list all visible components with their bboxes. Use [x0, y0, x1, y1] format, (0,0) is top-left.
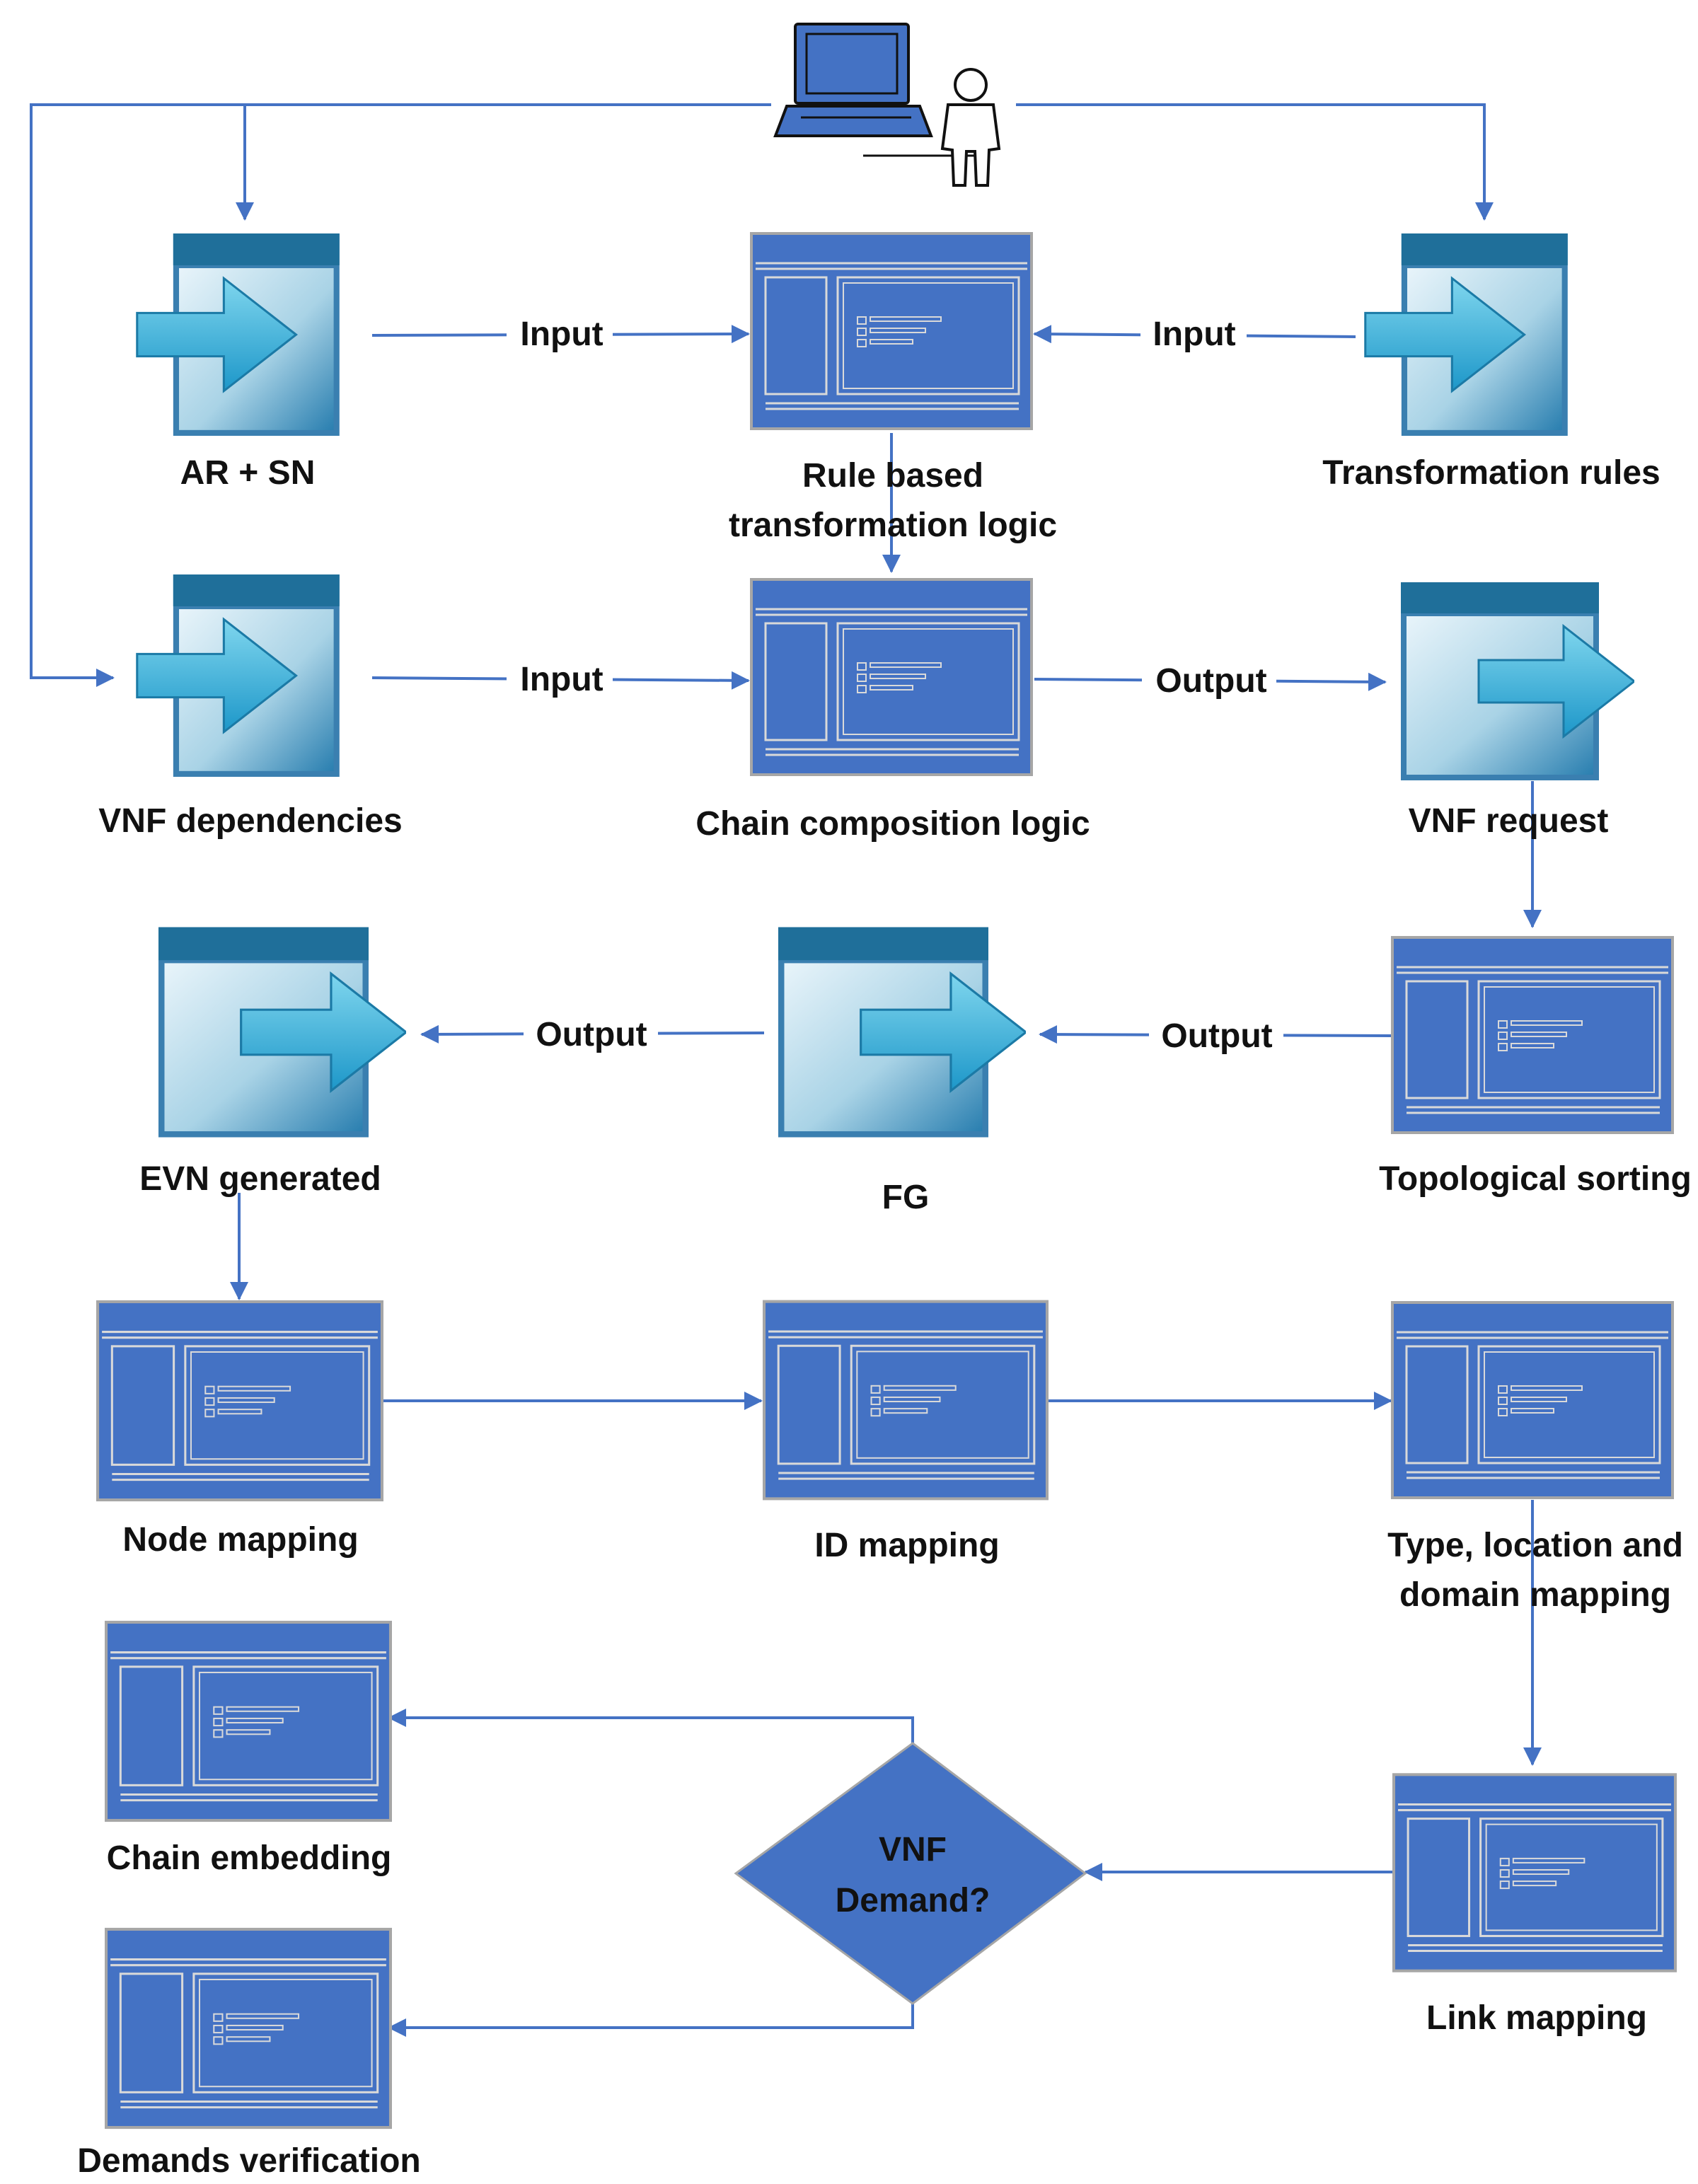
evn-generated-data-icon	[158, 925, 406, 1139]
type-mapping-label-line1: Type, location and	[1387, 1527, 1683, 1564]
node-mapping-label: Node mapping	[122, 1521, 358, 1559]
rule-logic-process-icon	[751, 233, 1032, 429]
demands-verification-label: Demands verification	[77, 2142, 420, 2180]
vnf-request-data-icon	[1401, 581, 1634, 782]
chain-embedding-label: Chain embedding	[107, 1839, 392, 1877]
transformation-rules-data-icon	[1364, 233, 1569, 436]
demands-verification-process-icon	[106, 1929, 391, 2127]
chain-composition-label: Chain composition logic	[695, 805, 1090, 843]
vnf-dependencies-label: VNF dependencies	[98, 802, 402, 840]
fg-label: FG	[882, 1179, 930, 1216]
edge-label-input-2: Input	[1153, 316, 1235, 353]
type-mapping-label-line2: domain mapping	[1399, 1576, 1671, 1614]
topological-sorting-label: Topological sorting	[1379, 1160, 1692, 1198]
chain-embedding-process-icon	[106, 1622, 391, 1820]
edge-decision-to-verification	[388, 2004, 914, 2037]
edge-user-to-vnf-dependencies	[30, 103, 771, 687]
node-mapping-process-icon	[98, 1302, 382, 1500]
rule-logic-label-line2: transformation logic	[729, 507, 1057, 544]
chain-composition-process-icon	[751, 579, 1032, 775]
laptop-user-icon	[773, 23, 1001, 187]
edge-user-to-transformation-rules	[1016, 103, 1494, 221]
ar-sn-label: AR + SN	[180, 454, 316, 492]
type-mapping-process-icon	[1392, 1302, 1673, 1498]
edge-decision-to-embedding	[388, 1709, 914, 1743]
id-mapping-process-icon	[764, 1302, 1047, 1499]
edge-label-output-2: Output	[1161, 1017, 1272, 1055]
edge-label-input-3: Input	[520, 661, 603, 698]
decision-label-line2: Demand?	[836, 1882, 990, 1919]
edge-label-output-1: Output	[1155, 662, 1266, 700]
decision-label-line1: VNF	[879, 1831, 947, 1868]
id-mapping-label: ID mapping	[814, 1527, 999, 1564]
transformation-rules-label: Transformation rules	[1322, 454, 1660, 492]
ar-sn-data-icon	[136, 233, 341, 436]
link-mapping-process-icon	[1394, 1774, 1675, 1970]
rule-logic-label-line1: Rule based	[802, 457, 983, 495]
vnf-demand-decision	[734, 1742, 1087, 2005]
link-mapping-label: Link mapping	[1426, 1999, 1647, 2037]
topological-sorting-process-icon	[1392, 937, 1673, 1133]
evn-generated-label: EVN generated	[139, 1160, 381, 1198]
fg-data-icon	[778, 925, 1026, 1139]
edge-label-output-3: Output	[536, 1016, 647, 1053]
edge-label-input-1: Input	[520, 316, 603, 353]
vnf-request-label: VNF request	[1409, 802, 1609, 840]
vnf-dependencies-data-icon	[136, 574, 341, 777]
